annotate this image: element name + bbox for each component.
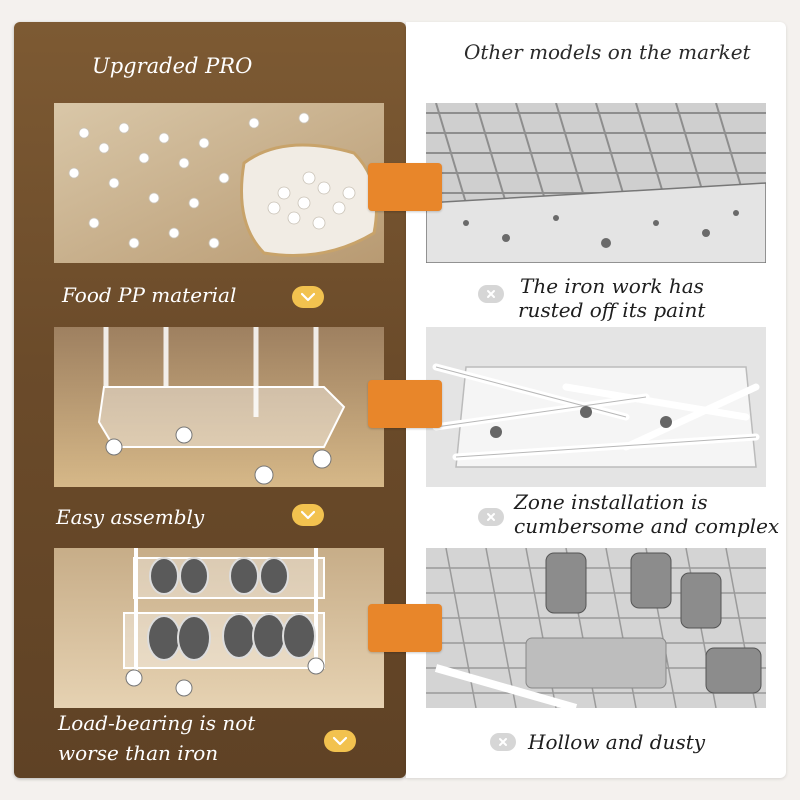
load-bearing-caption-1: Load-bearing is not <box>58 711 256 735</box>
cross-icon <box>490 733 516 751</box>
load-bearing-caption-2: worse than iron <box>58 741 219 765</box>
check-icon <box>292 286 324 308</box>
cross-icon <box>478 285 504 303</box>
rusted-iron-mesh-photo <box>426 103 766 263</box>
hollow-dusty-caption: Hollow and dusty <box>528 730 706 754</box>
check-icon <box>324 730 356 752</box>
row1-divider-block <box>368 163 442 211</box>
easy-assembly-caption: Easy assembly <box>56 505 205 529</box>
iron-rust-caption-2: rusted off its paint <box>518 298 706 322</box>
upgraded-header: Upgraded PRO <box>92 54 253 78</box>
other-models-header: Other models on the market <box>464 40 751 64</box>
load-bearing-cart-photo <box>54 548 384 708</box>
cross-icon <box>478 508 504 526</box>
assembly-basket-photo <box>54 327 384 487</box>
food-pp-caption: Food PP material <box>62 283 237 307</box>
cans-mesh-basket-photo <box>426 548 766 708</box>
pp-pellets-photo <box>54 103 384 263</box>
zone-install-caption-1: Zone installation is <box>514 490 708 514</box>
iron-rust-caption-1: The iron work has <box>520 274 704 298</box>
row3-divider-block <box>368 604 442 652</box>
scattered-parts-photo <box>426 327 766 487</box>
check-icon <box>292 504 324 526</box>
row2-divider-block <box>368 380 442 428</box>
zone-install-caption-2: cumbersome and complex <box>514 514 780 538</box>
